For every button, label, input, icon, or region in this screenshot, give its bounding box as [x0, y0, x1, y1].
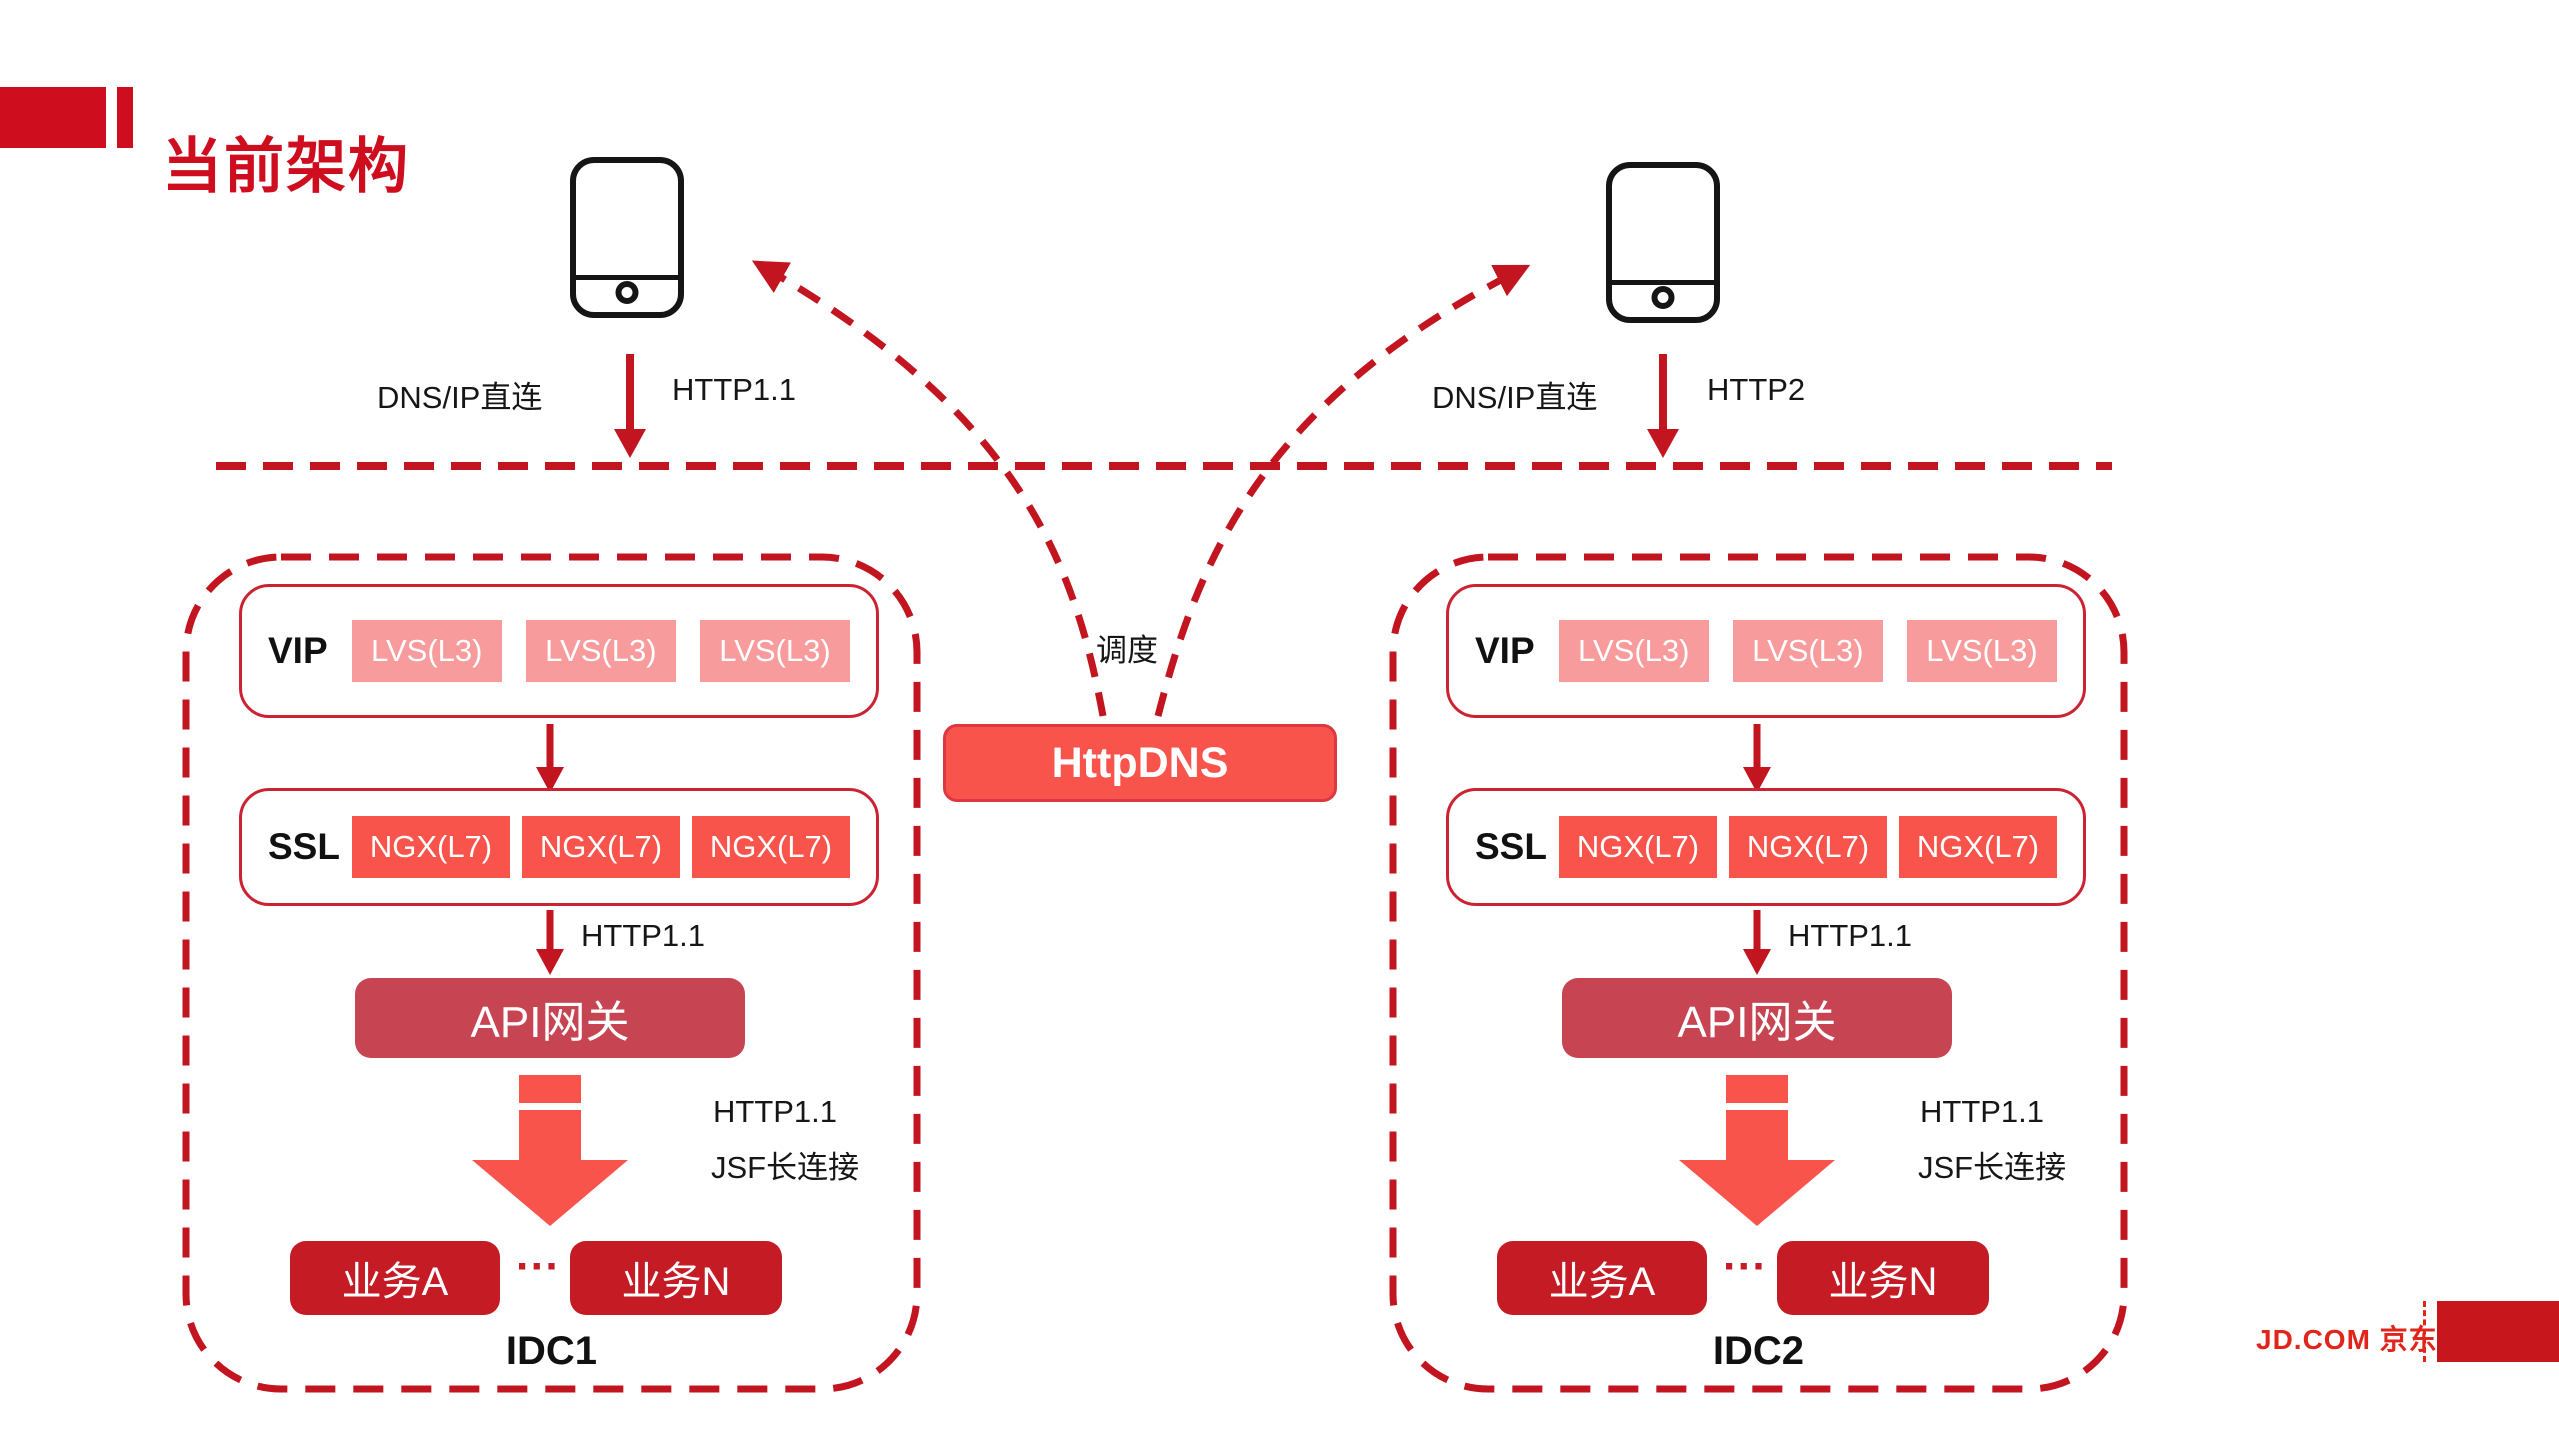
fat-arrow-icon [472, 1160, 628, 1226]
vip-label: VIP [1475, 630, 1535, 671]
ssl-gateway-protocol-label: HTTP1.1 [581, 918, 706, 953]
ngx-node: NGX(L7) [1898, 816, 2057, 878]
ngx-node: NGX(L7) [351, 816, 510, 878]
vip-label: VIP [268, 630, 328, 671]
lvs-node: LVS(L3) [1732, 620, 1883, 682]
jd-logo-red-block [2437, 1301, 2559, 1362]
phone-home-button-icon [615, 281, 639, 304]
phone-right-down-arrow-icon [1647, 354, 1679, 458]
protocol-label-left: HTTP1.1 [672, 372, 797, 407]
protocol-label-right: HTTP2 [1707, 372, 1806, 407]
ssl-label: SSL [1475, 826, 1547, 867]
fat-arrow-icon [1679, 1160, 1835, 1226]
ngx-node: NGX(L7) [691, 816, 850, 878]
phone-screen-line [576, 275, 678, 280]
ngx-node: NGX(L7) [1558, 816, 1717, 878]
service-box-a: 业务A [290, 1241, 500, 1315]
title-accent-tick [117, 87, 133, 148]
ssl-label: SSL [268, 826, 340, 867]
api-gateway-box: API网关 [1562, 978, 1952, 1058]
lvs-node: LVS(L3) [1906, 620, 2057, 682]
lvs-node: LVS(L3) [699, 620, 850, 682]
gateway-services-protocol-label: HTTP1.1 [1920, 1094, 2045, 1129]
phone-screen-line [1612, 280, 1714, 285]
ssl-row: SSL NGX(L7) NGX(L7) NGX(L7) [239, 788, 879, 906]
api-gateway-box: API网关 [355, 978, 745, 1058]
service-ellipsis: ··· [1723, 1242, 1767, 1291]
fat-arrow-icon [519, 1075, 581, 1103]
lvs-node: LVS(L3) [525, 620, 676, 682]
phone-home-button-icon [1651, 286, 1675, 309]
jd-logo: JD.COM 京东 [2256, 1324, 2438, 1355]
idc-1: VIP LVS(L3) LVS(L3) LVS(L3) SSL NGX(L7) … [183, 554, 920, 1392]
idc-label: IDC2 [1712, 1329, 1805, 1373]
lvs-node: LVS(L3) [1558, 620, 1709, 682]
httpdns-box: HttpDNS [943, 724, 1337, 802]
phone-left-down-arrow-icon [614, 354, 646, 458]
lvs-node: LVS(L3) [351, 620, 502, 682]
jd-logo-divider [2423, 1301, 2426, 1362]
service-box-n: 业务N [1777, 1241, 1989, 1315]
vip-row: VIP LVS(L3) LVS(L3) LVS(L3) [1446, 584, 2086, 718]
dns-direct-label-left: DNS/IP直连 [377, 380, 543, 415]
gateway-services-jsf-label: JSF长连接 [711, 1150, 860, 1185]
ngx-node: NGX(L7) [1728, 816, 1887, 878]
service-box-n: 业务N [570, 1241, 782, 1315]
fat-arrow-icon [1726, 1110, 1788, 1160]
ssl-gateway-protocol-label: HTTP1.1 [1788, 918, 1913, 953]
page-title: 当前架构 [162, 133, 410, 201]
service-ellipsis: ··· [516, 1242, 560, 1291]
gateway-services-protocol-label: HTTP1.1 [713, 1094, 838, 1129]
gateway-services-jsf-label: JSF长连接 [1918, 1150, 2067, 1185]
title-accent-bar [0, 87, 106, 148]
fat-arrow-icon [519, 1110, 581, 1160]
vip-row: VIP LVS(L3) LVS(L3) LVS(L3) [239, 584, 879, 718]
idc-label: IDC1 [505, 1329, 598, 1373]
phone-right-icon [1606, 162, 1720, 323]
ngx-node: NGX(L7) [521, 816, 680, 878]
scheduling-label: 调度 [1096, 633, 1158, 668]
dns-direct-label-right: DNS/IP直连 [1432, 380, 1598, 415]
service-box-a: 业务A [1497, 1241, 1707, 1315]
ssl-row: SSL NGX(L7) NGX(L7) NGX(L7) [1446, 788, 2086, 906]
fat-arrow-icon [1726, 1075, 1788, 1103]
idc-2: VIP LVS(L3) LVS(L3) LVS(L3) SSL NGX(L7) … [1390, 554, 2127, 1392]
phone-left-icon [570, 157, 684, 318]
